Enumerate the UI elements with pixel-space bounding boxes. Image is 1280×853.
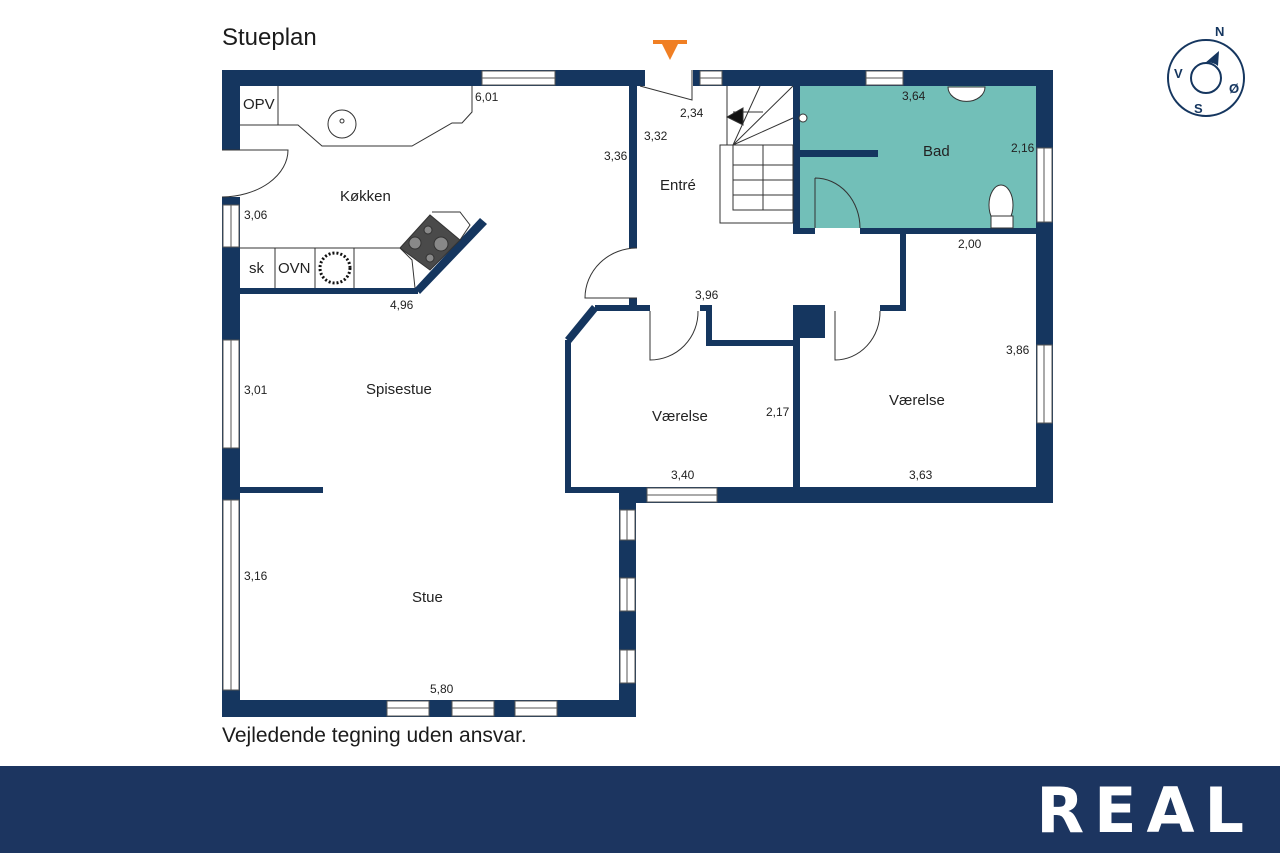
brand-logo: REAL <box>1036 774 1254 847</box>
room-label-bedroom-1: Værelse <box>652 408 708 425</box>
dimensions: 6,01 3,06 4,96 3,36 3,32 2,34 3,64 2,16 … <box>244 89 1035 696</box>
room-label-kitchen: Køkken <box>340 188 391 205</box>
compass-e: Ø <box>1229 81 1239 96</box>
dim-label: 5,80 <box>430 682 454 696</box>
stair-arrow-icon <box>725 107 744 126</box>
fan-icon <box>318 251 352 285</box>
fixture-sk: sk <box>249 260 265 277</box>
windows <box>222 70 1053 717</box>
compass-s: S <box>1194 101 1203 116</box>
footer-banner: REAL <box>0 766 1280 853</box>
plan-title: Stueplan <box>222 24 317 51</box>
dim-label: 3,96 <box>695 288 719 302</box>
room-label-bedroom-2: Værelse <box>889 392 945 409</box>
dim-label: 3,36 <box>604 149 628 163</box>
fixture-ovn: OVN <box>278 260 311 277</box>
doors <box>221 149 881 361</box>
dim-label: 3,16 <box>244 569 268 583</box>
room-label-bathroom: Bad <box>923 143 950 160</box>
dim-label: 3,63 <box>909 468 933 482</box>
dim-label: 2,34 <box>680 106 704 120</box>
dim-label: 3,01 <box>244 383 268 397</box>
dim-label: 2,16 <box>1011 141 1035 155</box>
compass-icon: N V Ø S <box>1167 24 1245 117</box>
entrance-door[interactable] <box>639 70 693 101</box>
floor-plan: Køkken Spisestue Stue Entré Bad Værelse … <box>221 24 1245 717</box>
room-label-dining: Spisestue <box>366 381 432 398</box>
washbasin-icon <box>947 86 986 102</box>
tap-icon <box>798 113 808 123</box>
compass-w: V <box>1174 66 1183 81</box>
dim-label: 3,06 <box>244 208 268 222</box>
dim-label: 3,64 <box>902 89 926 103</box>
kitchen-counter <box>240 86 473 289</box>
disclaimer: Vejledende tegning uden ansvar. <box>222 724 527 747</box>
room-label-living: Stue <box>412 589 443 606</box>
room-label-entrance: Entré <box>660 177 696 194</box>
dim-label: 3,86 <box>1006 343 1030 357</box>
dim-label: 2,00 <box>958 237 982 251</box>
dim-label: 3,32 <box>644 129 668 143</box>
compass-n: N <box>1215 24 1224 39</box>
entrance-arrow-icon <box>653 40 687 60</box>
dim-label: 4,96 <box>390 298 414 312</box>
bath-fixtures <box>798 86 1014 229</box>
sink-icon <box>327 109 357 139</box>
dim-label: 6,01 <box>475 90 499 104</box>
fixture-opv: OPV <box>243 96 275 113</box>
staircase <box>719 85 794 224</box>
dim-label: 2,17 <box>766 405 790 419</box>
dim-label: 3,40 <box>671 468 695 482</box>
